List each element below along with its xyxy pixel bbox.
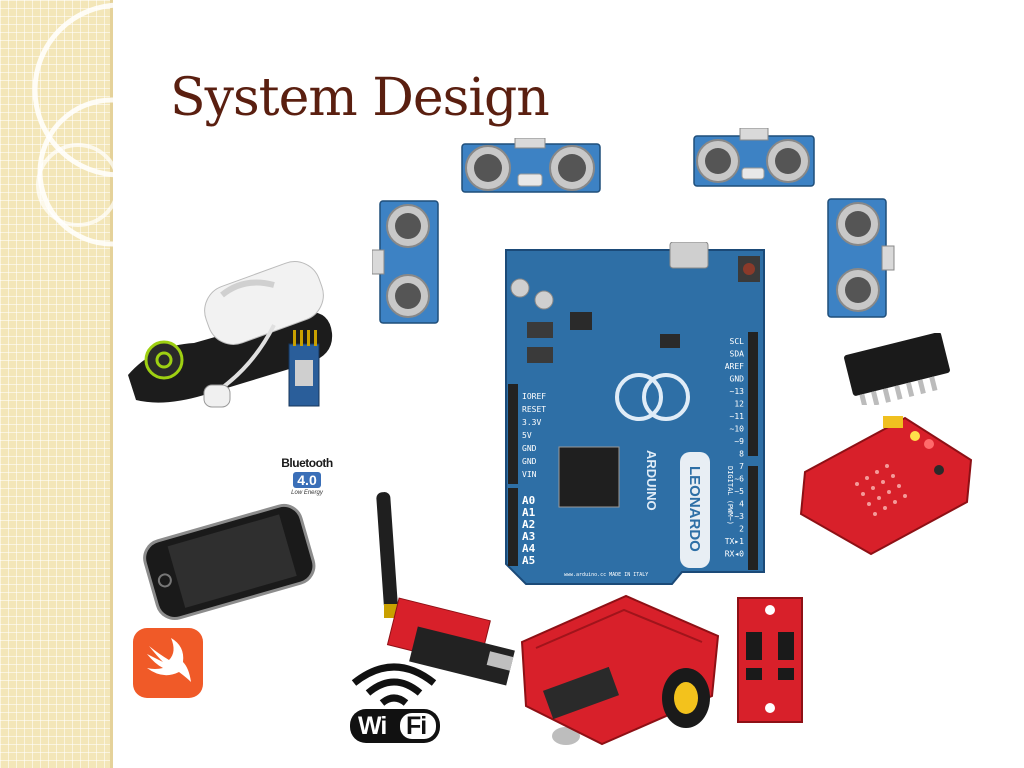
slide-title: System Design [170,68,550,128]
line-sensor-board [736,596,806,724]
protoshield [797,410,977,558]
wifi-icon [350,663,440,743]
digital-label: DIGITAL (PWM~) [726,466,734,525]
power-pin-label: 5V [522,431,532,440]
analog-pin-label: A4 [522,542,536,555]
digital-pin-label: AREF [725,362,744,371]
wearable-band [124,255,339,420]
digital-pin-label: 2 [739,525,744,534]
digital-pin-label: GND [730,375,745,384]
digital-pin-label: SCL [730,337,745,346]
bluetooth-version: 4.0 [293,472,321,488]
digital-pin-label: RX◂0 [725,550,744,559]
arduino-footer: www.arduino.cc MADE IN ITALY [564,572,648,578]
robot-chassis [516,588,722,748]
swift-icon [133,628,203,698]
bluetooth-module [285,330,323,408]
power-pin-label: VIN [522,470,537,479]
ultrasonic-sensor [826,196,896,320]
digital-pin-label: ~11 [730,412,745,421]
digital-pin-label: 7 [739,462,744,471]
arduino-brand-text: ARDUINO [644,450,659,511]
analog-pin-label: A1 [522,506,536,519]
analog-pin-label: A5 [522,554,535,567]
digital-pin-label: ~5 [734,487,744,496]
ultrasonic-sensor [460,138,605,196]
decorative-circles [32,2,170,247]
digital-pin-label: 4 [739,500,744,509]
power-pin-label: RESET [522,405,546,414]
digital-pin-label: ~3 [734,512,744,521]
analog-pin-label: A2 [522,518,535,531]
digital-pin-label: ~13 [730,387,745,396]
analog-pin-label: A0 [522,494,535,507]
bluetooth-word: Bluetooth [281,456,333,470]
digital-pin-label: ~10 [730,425,745,434]
wifi-fi-text: Fi [406,712,427,740]
ultrasonic-sensor [692,128,817,190]
wifi-module [376,490,522,686]
digital-pin-label: 8 [739,450,744,459]
wifi-logo: Wi Fi [344,655,444,745]
wifi-wi-text: Wi [358,712,387,740]
digital-pin-label: ~9 [734,437,744,446]
power-pin-label: 3.3V [522,418,541,427]
bluetooth-logo: Bluetooth 4.0 Low Energy [277,456,337,496]
analog-pin-label: A3 [522,530,535,543]
power-pin-label: IOREF [522,392,546,401]
bluetooth-tagline: Low Energy [291,490,323,496]
power-pin-label: GND [522,444,537,453]
ultrasonic-sensor [372,198,442,326]
digital-pin-label: ~6 [734,475,744,484]
power-pin-label: GND [522,457,537,466]
smartphone [140,500,318,622]
ic-chip [843,333,953,405]
digital-pin-label: TX▸1 [725,537,744,546]
digital-pin-label: SDA [730,350,745,359]
arduino-leonardo: ARDUINO LEONARDO IOREF RESET 3.3V 5V GND GND V… [502,242,772,592]
arduino-model-text: LEONARDO [686,466,703,552]
digital-pin-label: 12 [734,400,744,409]
